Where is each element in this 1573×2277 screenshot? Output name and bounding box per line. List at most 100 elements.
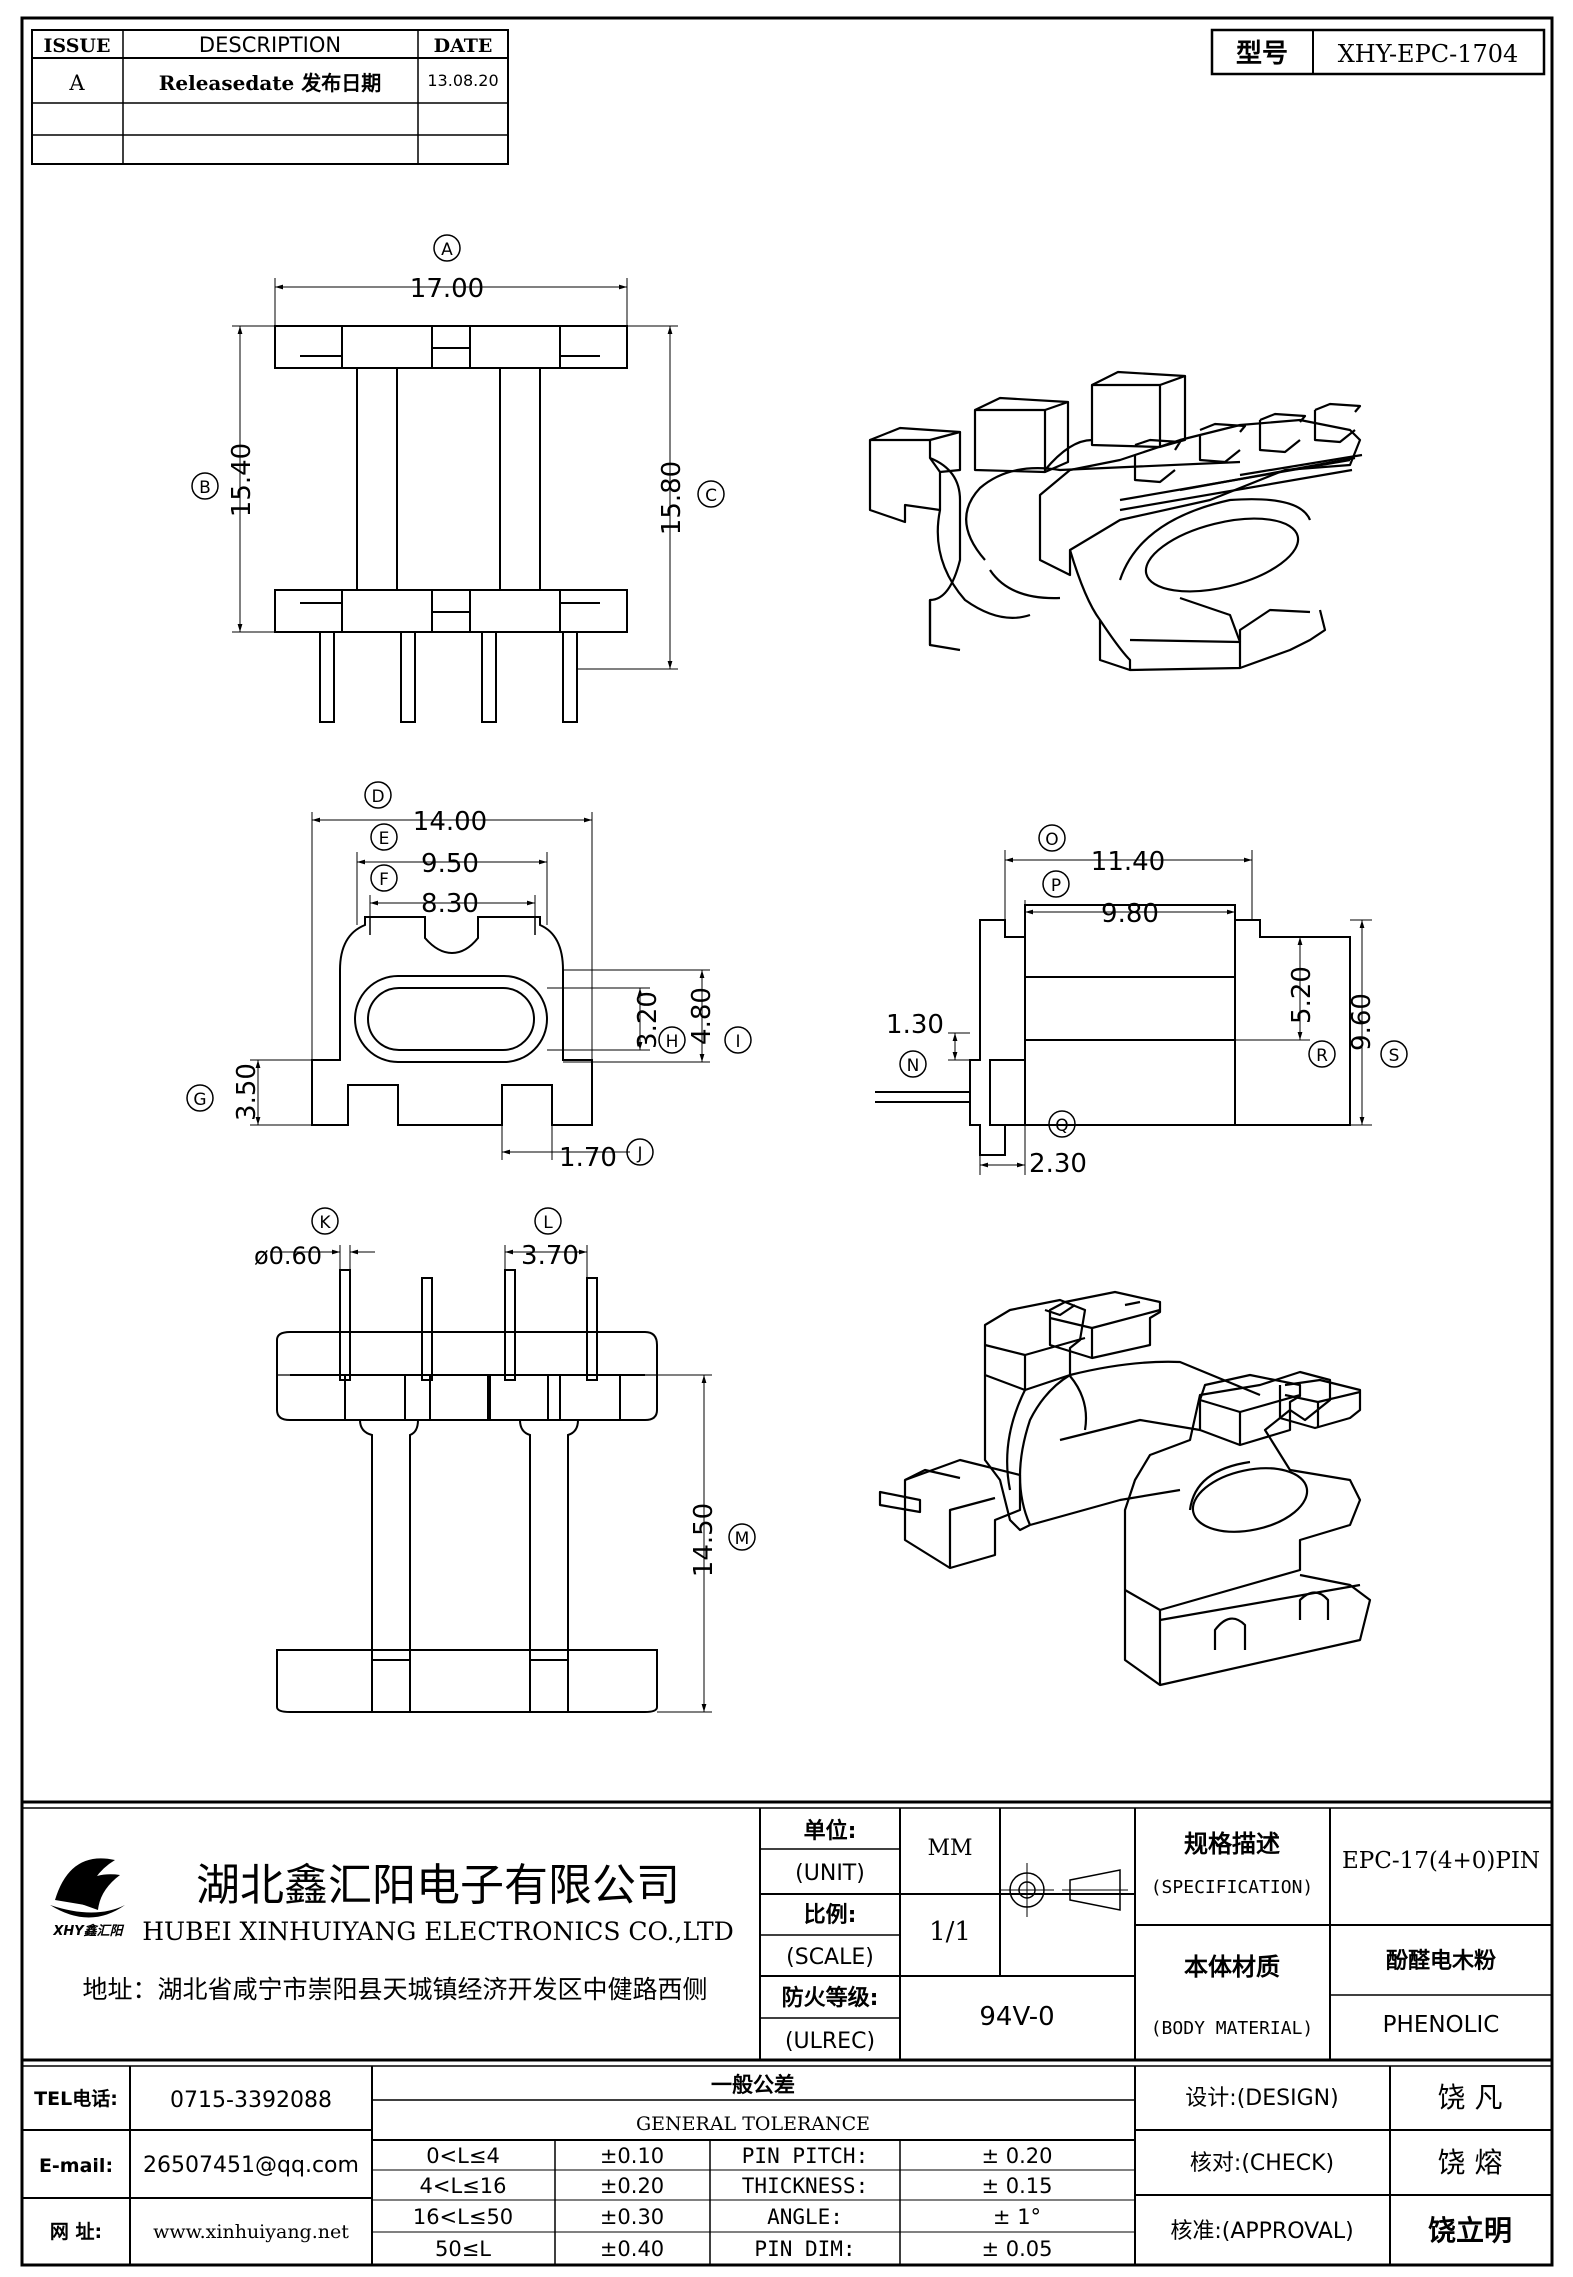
- tol-value: ±0.20: [600, 2174, 664, 2198]
- svg-text:A: A: [441, 240, 453, 260]
- isometric-view-bottom: [878, 1290, 1372, 1687]
- design-value: 饶 凡: [1438, 2081, 1503, 2114]
- tol-range: 50≤L: [435, 2237, 491, 2261]
- email-label: E-mail:: [39, 2155, 113, 2177]
- approval-value: 饶立明: [1428, 2214, 1512, 2247]
- spec-value: EPC-17(4+0)PIN: [1342, 1848, 1540, 1874]
- issue-value: A: [68, 71, 85, 95]
- approval-label: 核准:(APPROVAL): [1170, 2219, 1353, 2244]
- dim-a: 17.00: [410, 274, 484, 304]
- logo-text: XHY鑫汇阳: [52, 1923, 124, 1939]
- company-name-cn: 湖北鑫汇阳电子有限公司: [196, 1860, 680, 1911]
- svg-text:K: K: [319, 1213, 331, 1233]
- tol-other-label: ANGLE:: [767, 2205, 843, 2229]
- dim-o: 11.40: [1091, 847, 1165, 877]
- svg-text:R: R: [1316, 1046, 1328, 1066]
- svg-text:H: H: [666, 1032, 679, 1052]
- svg-text:I: I: [735, 1032, 740, 1052]
- date-header: DATE: [434, 35, 493, 57]
- tol-value: ±0.10: [600, 2144, 664, 2168]
- check-value: 饶 熔: [1438, 2146, 1503, 2179]
- dim-j: 1.70: [559, 1143, 617, 1173]
- design-label: 设计:(DESIGN): [1185, 2086, 1338, 2111]
- tol-range: 4<L≤16: [420, 2174, 507, 2198]
- dim-l: 3.70: [521, 1241, 579, 1271]
- scale-label-cn: 比例:: [804, 1903, 857, 1928]
- web-label: 网 址:: [50, 2221, 102, 2243]
- svg-text:C: C: [705, 486, 717, 506]
- check-label: 核对:(CHECK): [1190, 2151, 1334, 2176]
- email-value: 26507451@qq.com: [143, 2153, 359, 2178]
- revision-table: ISSUE DESCRIPTION DATE A Releasedate 发布日…: [31, 29, 509, 165]
- unit-label-cn: 单位:: [804, 1818, 857, 1844]
- unit-label-en: (UNIT): [795, 1861, 865, 1886]
- company-logo: XHY鑫汇阳: [50, 1858, 125, 1939]
- fire-label-cn: 防火等级:: [782, 1985, 879, 2011]
- svg-text:O: O: [1045, 830, 1058, 850]
- svg-text:Q: Q: [1055, 1116, 1068, 1136]
- company-address: 地址：湖北省咸宁市崇阳县天城镇经济开发区中健路西侧: [82, 1975, 707, 2004]
- dim-e: 9.50: [421, 849, 479, 879]
- dim-p: 9.80: [1101, 899, 1159, 929]
- web-value: www.xinhuiyang.net: [153, 2221, 349, 2243]
- fire-label-en: (ULREC): [785, 2029, 875, 2054]
- svg-text:M: M: [735, 1529, 750, 1549]
- isometric-view-top: [868, 370, 1363, 672]
- end-view: [875, 824, 1408, 1175]
- spec-label-en: (SPECIFICATION): [1151, 1877, 1314, 1898]
- description-value: Releasedate 发布日期: [159, 71, 381, 95]
- tol-range: 0<L≤4: [426, 2144, 500, 2168]
- front-view: [191, 234, 725, 723]
- tol-other-value: ± 0.15: [981, 2174, 1052, 2198]
- scale-label-en: (SCALE): [786, 1945, 874, 1970]
- tol-other-label: PIN PITCH:: [742, 2144, 868, 2168]
- tolerance-table: 0<L≤4 ±0.10 4<L≤16 ±0.20 16<L≤50 ±0.30 5…: [413, 2144, 1053, 2261]
- svg-text:B: B: [199, 478, 211, 498]
- dim-h: 3.20: [633, 991, 663, 1049]
- tolerance-title-en: GENERAL TOLERANCE: [636, 2113, 870, 2135]
- dim-g: 3.50: [232, 1063, 262, 1121]
- dim-c: 15.80: [657, 461, 687, 535]
- dim-k: ø0.60: [254, 1242, 322, 1270]
- material-label-en: (BODY MATERIAL): [1151, 2018, 1314, 2039]
- spec-label-cn: 规格描述: [1184, 1830, 1280, 1858]
- tol-other-value: ± 1°: [993, 2205, 1041, 2229]
- tolerance-title-cn: 一般公差: [711, 2073, 795, 2097]
- material-value-en: PHENOLIC: [1383, 2012, 1500, 2038]
- model-label: 型号: [1236, 39, 1288, 69]
- svg-text:J: J: [636, 1144, 642, 1164]
- svg-text:S: S: [1389, 1046, 1400, 1066]
- model-value: XHY-EPC-1704: [1338, 40, 1519, 68]
- dim-r: 5.20: [1287, 966, 1317, 1024]
- side-view: [186, 781, 752, 1166]
- date-value: 13.08.20: [427, 71, 498, 90]
- svg-text:G: G: [193, 1090, 206, 1110]
- tol-other-label: THICKNESS:: [742, 2174, 868, 2198]
- issue-header: ISSUE: [44, 35, 111, 57]
- description-header: DESCRIPTION: [199, 33, 341, 57]
- material-label-cn: 本体材质: [1184, 1953, 1280, 1981]
- tol-other-label: PIN DIM:: [754, 2237, 855, 2261]
- unit-value: MM: [927, 1836, 972, 1861]
- model-box: 型号 XHY-EPC-1704: [1210, 28, 1546, 76]
- material-value-cn: 酚醛电木粉: [1386, 1949, 1496, 1974]
- dim-d: 14.00: [413, 807, 487, 837]
- dim-m: 14.50: [689, 1503, 719, 1577]
- company-name-en: HUBEI XINHUIYANG ELECTRONICS CO.,LTD: [142, 1917, 734, 1946]
- tol-other-value: ± 0.20: [981, 2144, 1052, 2168]
- svg-text:D: D: [371, 787, 384, 807]
- tol-value: ±0.40: [600, 2237, 664, 2261]
- tel-label: TEL电话:: [34, 2087, 118, 2110]
- dim-s: 9.60: [1347, 993, 1377, 1051]
- svg-text:P: P: [1051, 876, 1061, 896]
- svg-text:F: F: [379, 870, 389, 890]
- sheet-border: [20, 16, 1554, 2267]
- svg-text:E: E: [379, 829, 390, 849]
- tol-value: ±0.30: [600, 2205, 664, 2229]
- dim-b: 15.40: [227, 443, 257, 517]
- dim-i: 4.80: [687, 987, 717, 1045]
- tol-range: 16<L≤50: [413, 2205, 513, 2229]
- scale-value: 1/1: [929, 1917, 971, 1947]
- dim-n: 1.30: [886, 1010, 944, 1040]
